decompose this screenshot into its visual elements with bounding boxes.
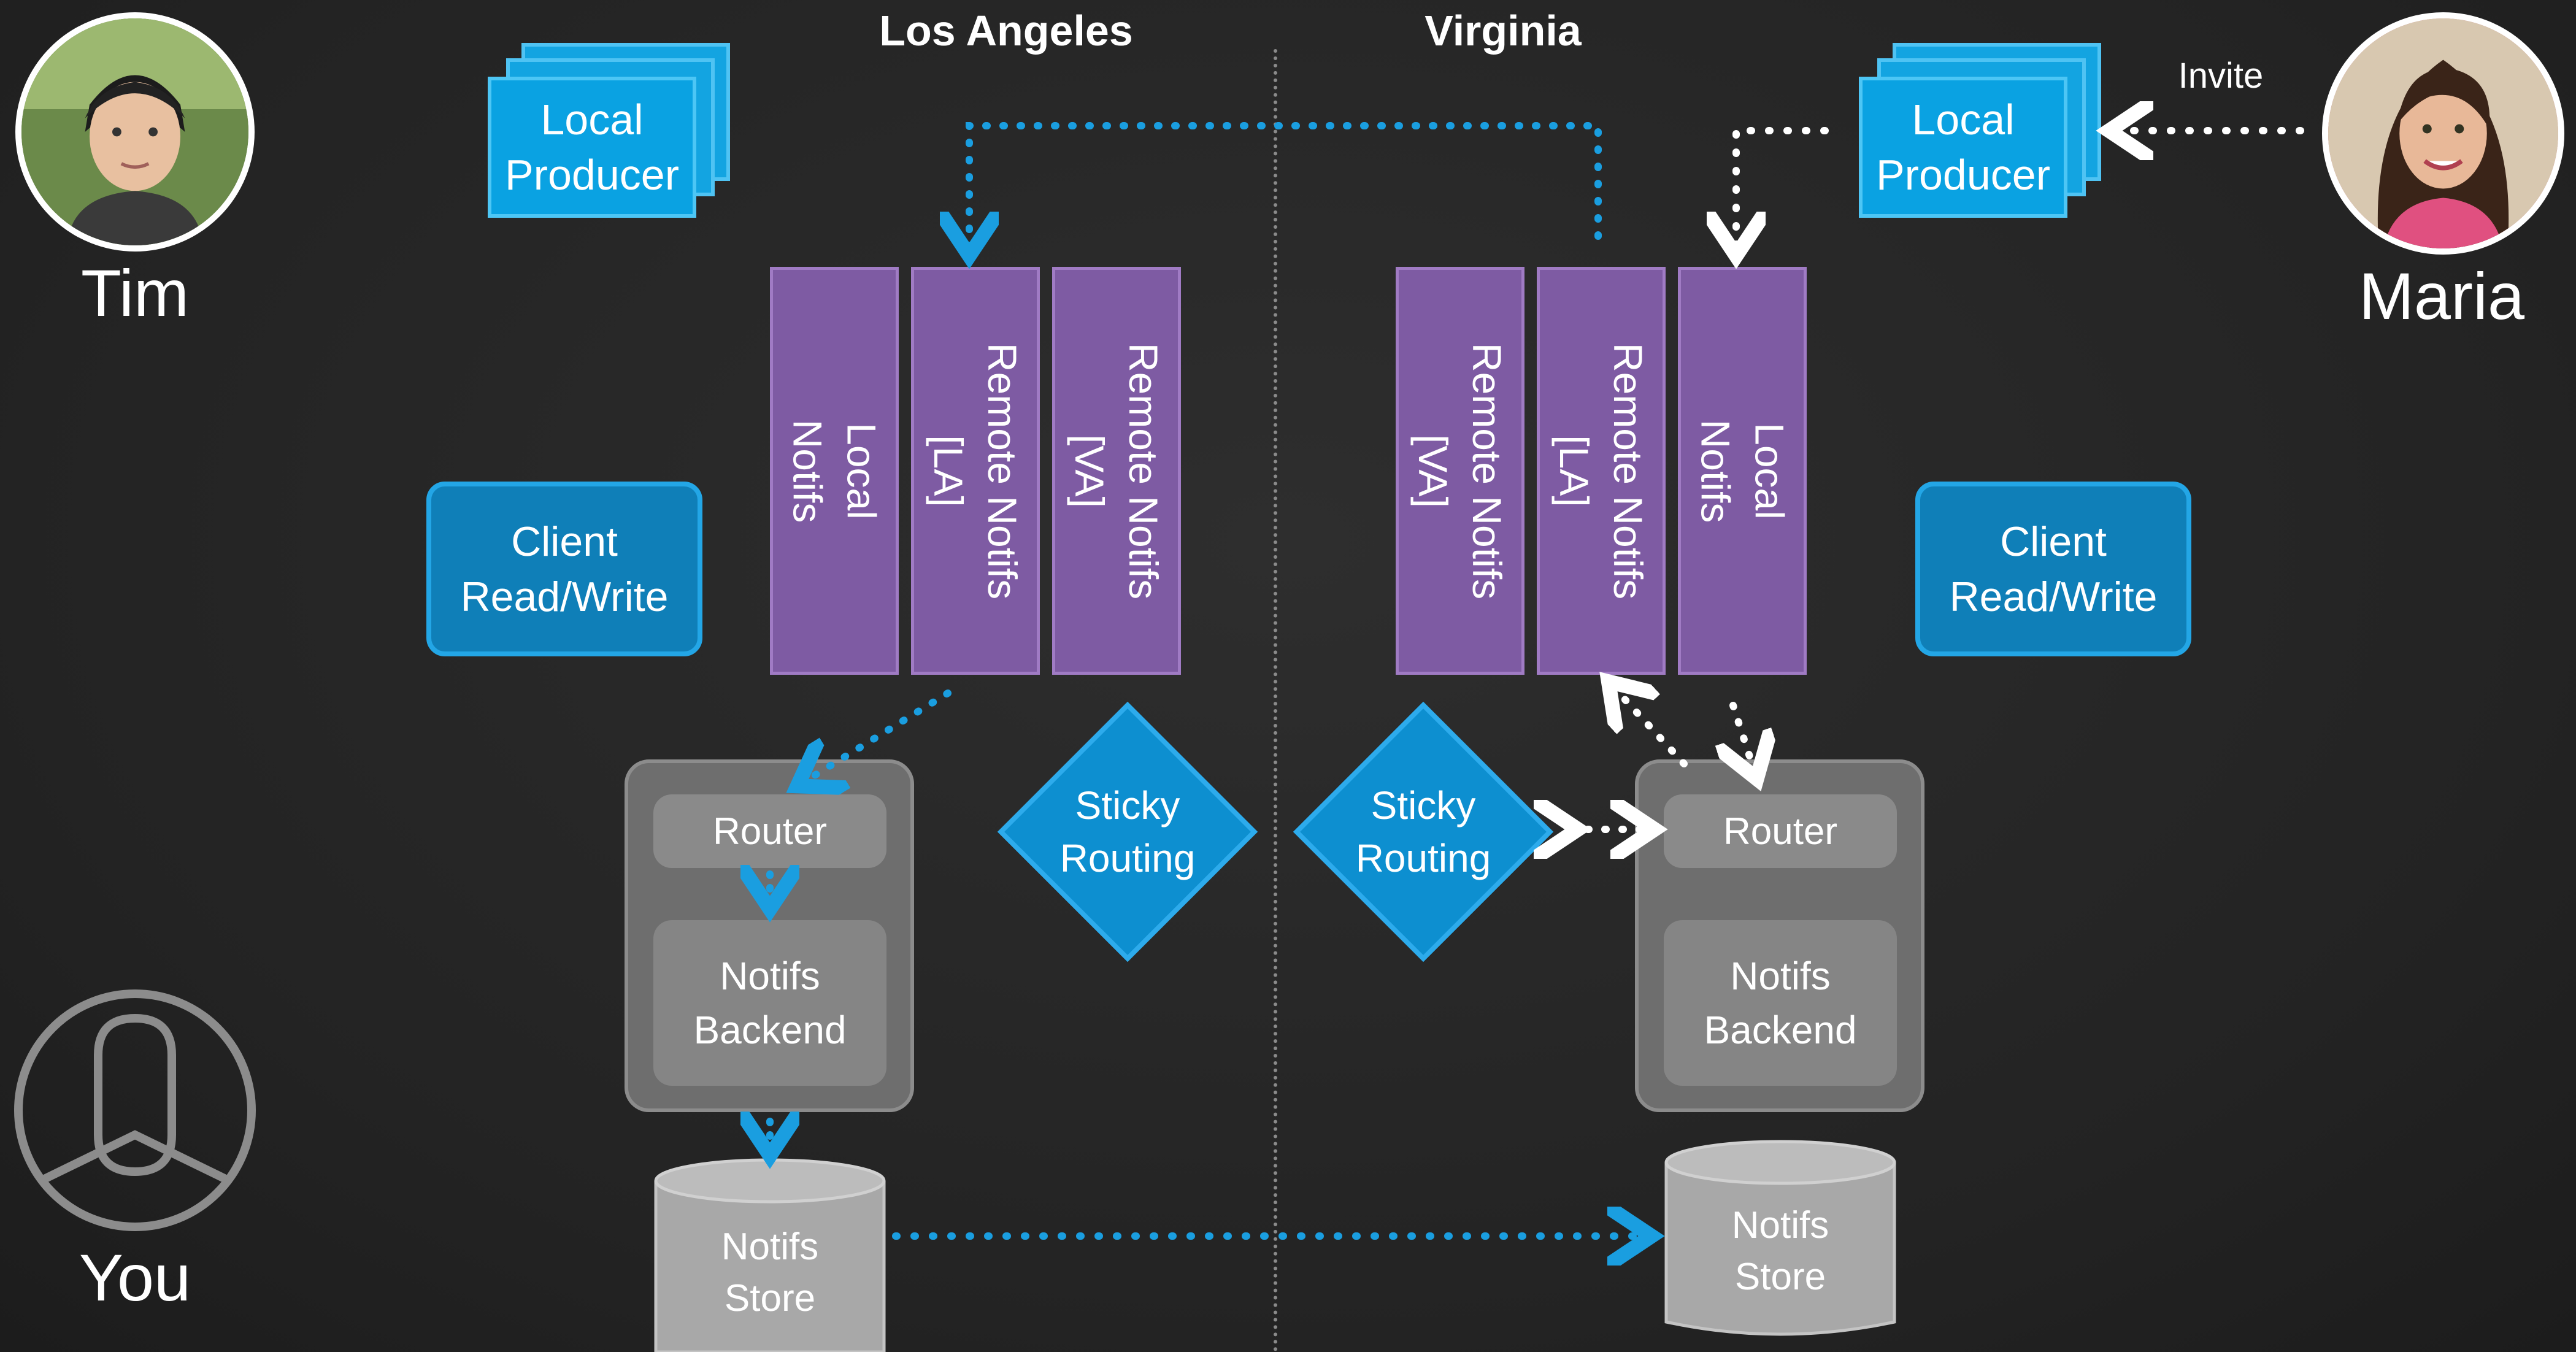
la-router: Router: [653, 794, 886, 868]
va-router-to-remote-queue-arrow: [1613, 687, 1688, 767]
you-name: You: [79, 1240, 191, 1315]
va-backend-line2: Backend: [1704, 1008, 1857, 1052]
region-title-los-angeles: Los Angeles: [879, 7, 1133, 55]
va-store-line1: Notifs: [1731, 1204, 1829, 1246]
la-sticky-line2: Routing: [1059, 836, 1196, 880]
va-queue-local-notifs: Local Notifs: [1678, 267, 1807, 675]
la-queue-local-notifs: Local Notifs: [770, 267, 899, 675]
va-local-producer: Local Producer: [1859, 77, 2067, 218]
va-notifs-store-cylinder: [1664, 1140, 1896, 1336]
va-store-line2: Store: [1734, 1256, 1826, 1298]
va-router: Router: [1664, 794, 1897, 868]
la-sticky-routing: Sticky Routing: [1005, 709, 1250, 954]
la-queue-to-router-arrow: [804, 689, 952, 782]
va-notifs-store: Notifs Store: [1664, 1181, 1897, 1322]
la-notifs-store: Notifs Store: [653, 1202, 886, 1343]
la-queue-remote-notifs-la: Remote Notifs [LA]: [911, 267, 1040, 675]
region-divider: [1274, 49, 1277, 1352]
invite-label: Invite: [2178, 56, 2264, 96]
region-title-virginia: Virginia: [1424, 7, 1582, 55]
la-client-line1: Client: [511, 518, 618, 565]
la-producer-line1: Local: [540, 96, 644, 144]
va-sticky-line2: Routing: [1355, 836, 1491, 880]
la-client-read-write: Client Read/Write: [426, 482, 702, 656]
maria-name: Maria: [2358, 259, 2525, 333]
va-sticky-line1: Sticky: [1371, 783, 1476, 828]
va-queue-remote-notifs-la: Remote Notifs [LA]: [1537, 267, 1666, 675]
la-producer-line2: Producer: [504, 151, 680, 199]
va-backend-line1: Notifs: [1730, 954, 1831, 998]
la-client-line2: Read/Write: [460, 573, 669, 620]
user-icon: [14, 989, 256, 1231]
va-to-la-replication-arrow: [969, 122, 1602, 248]
la-backend-line1: Notifs: [720, 954, 820, 998]
la-local-producer: Local Producer: [488, 77, 696, 218]
va-notifs-backend: Notifs Backend: [1664, 920, 1897, 1086]
va-local-queue-to-router-arrow: [1733, 702, 1755, 772]
la-store-line1: Notifs: [721, 1226, 819, 1268]
maria-avatar: [2322, 12, 2564, 255]
maria-face-icon: [2328, 18, 2558, 248]
la-sticky-line1: Sticky: [1075, 783, 1180, 828]
la-backend-line2: Backend: [693, 1008, 847, 1052]
va-producer-line2: Producer: [1875, 151, 2051, 199]
la-store-line2: Store: [724, 1277, 816, 1319]
la-notifs-backend: Notifs Backend: [653, 920, 886, 1086]
va-producer-to-local-queue-arrow: [1736, 127, 1829, 248]
la-notifs-store-cylinder: [654, 1158, 886, 1352]
va-client-read-write: Client Read/Write: [1915, 482, 2191, 656]
tim-name: Tim: [81, 256, 189, 330]
va-producer-line1: Local: [1912, 96, 2015, 144]
va-queue-remote-notifs-va: Remote Notifs [VA]: [1396, 267, 1524, 675]
la-queue-remote-notifs-va: Remote Notifs [VA]: [1052, 267, 1181, 675]
va-sticky-routing: Sticky Routing: [1301, 709, 1546, 954]
va-client-line2: Read/Write: [1949, 573, 2158, 620]
va-client-line1: Client: [2000, 518, 2107, 565]
